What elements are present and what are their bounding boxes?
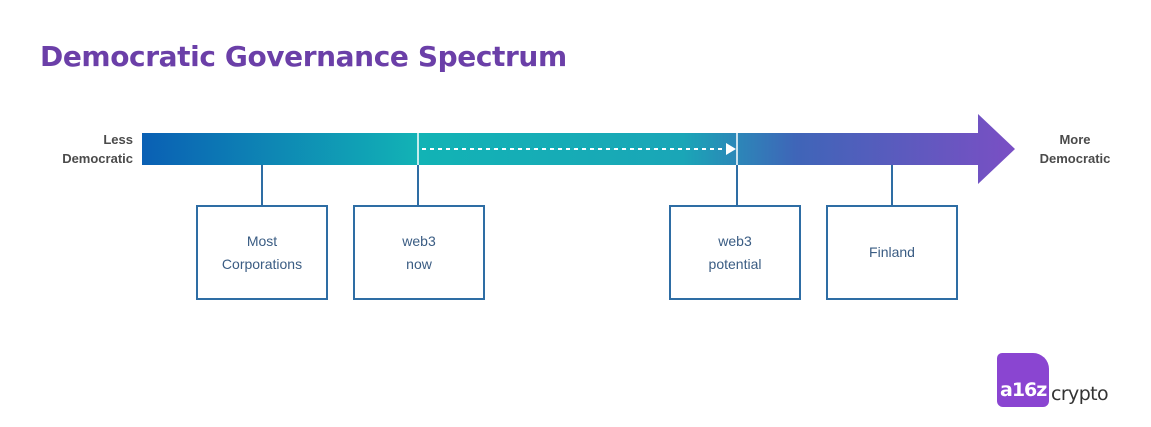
logo-wordmark: crypto xyxy=(1051,383,1109,405)
marker-web3-potential: web3 potential xyxy=(669,205,801,300)
marker-text: now xyxy=(406,255,432,272)
left-label-line-2: Democratic xyxy=(62,151,133,166)
marker-finland: Finland xyxy=(826,205,958,300)
spectrum-arrow xyxy=(142,114,1015,184)
marker-text: Most xyxy=(246,232,278,249)
marker-text: Finland xyxy=(869,244,915,260)
marker-most-corporations: Most Corporations xyxy=(196,205,328,300)
less-democratic-label: Less Democratic xyxy=(0,130,133,168)
logo-badge-text: a16z xyxy=(1000,379,1047,401)
dashed-arrow-head xyxy=(726,143,736,155)
right-label-line-1: More xyxy=(1059,132,1091,147)
page-title: Democratic Governance Spectrum xyxy=(40,40,567,73)
more-democratic-label: More Democratic xyxy=(1020,130,1130,168)
logo-badge: a16z xyxy=(997,353,1049,407)
marker-text: web3 xyxy=(718,232,752,249)
marker-web3-now: web3 now xyxy=(353,205,485,300)
marker-text: Corporations xyxy=(221,255,303,272)
marker-text: web3 xyxy=(402,232,436,249)
right-label-line-2: Democratic xyxy=(1039,151,1111,166)
marker-text: potential xyxy=(708,255,762,272)
left-label-line-1: Less xyxy=(103,132,133,147)
